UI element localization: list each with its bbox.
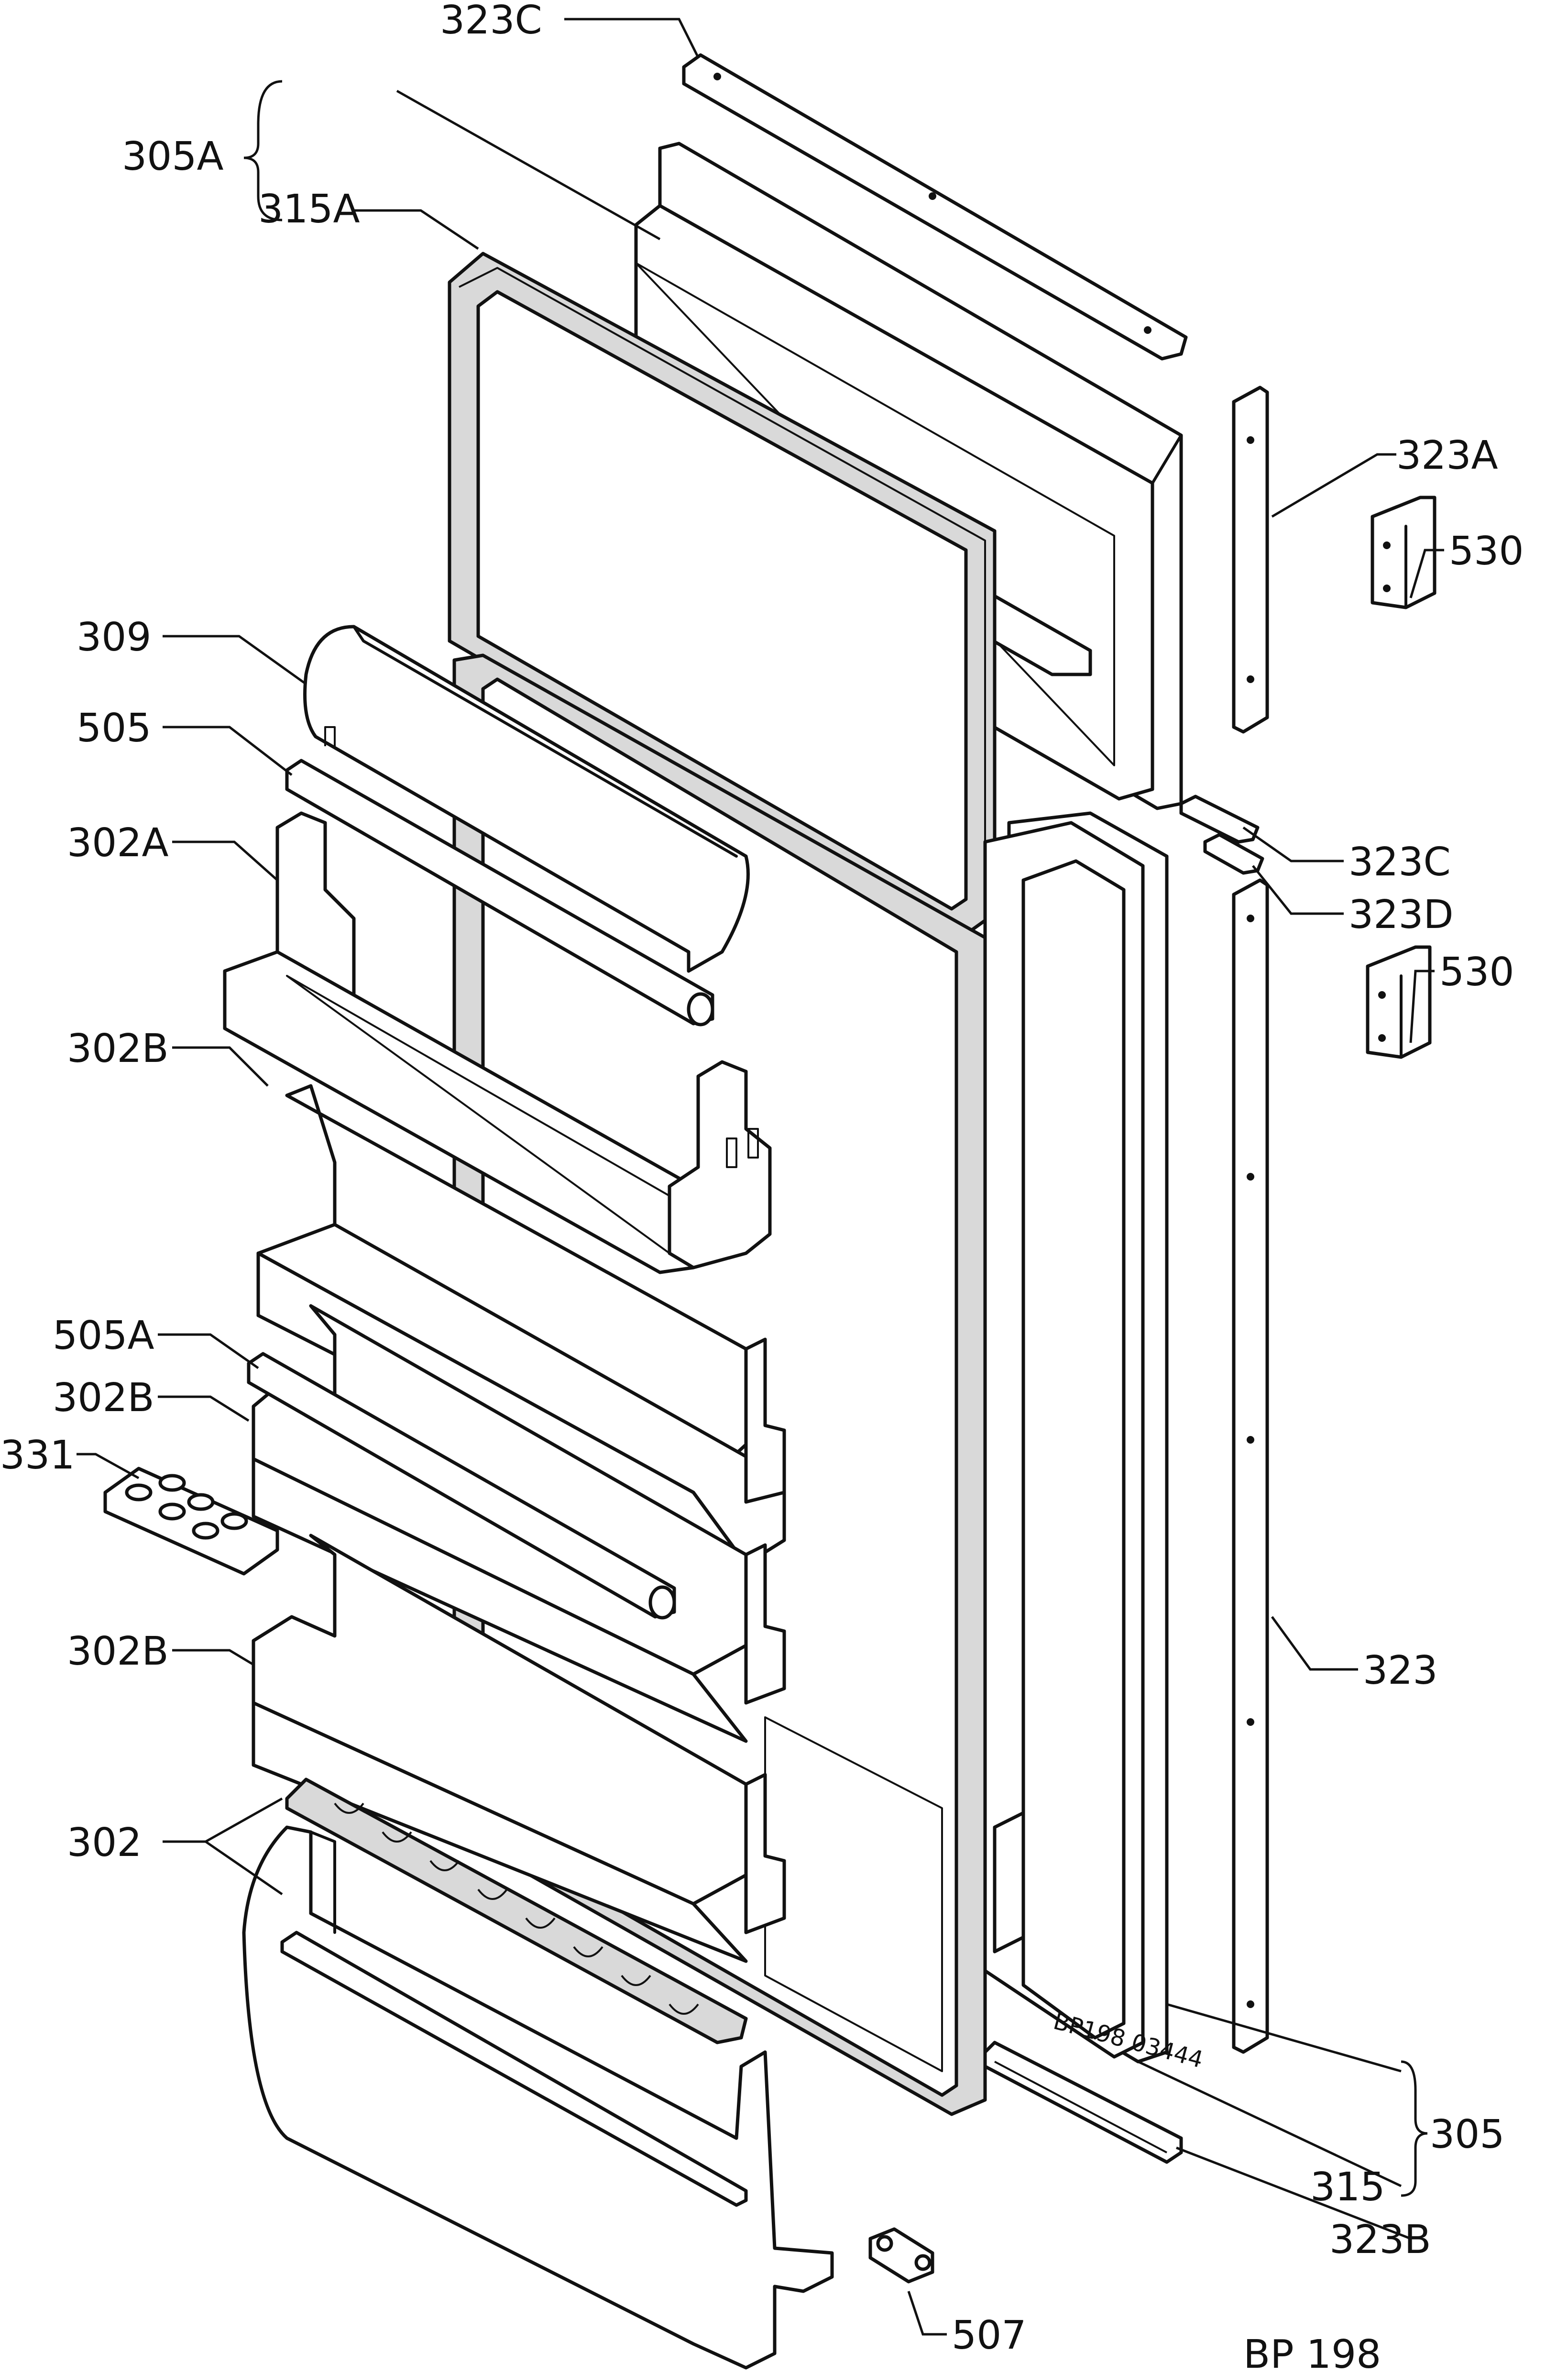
label-530-mid: 530 <box>1439 950 1514 995</box>
label-302b-3: 302B <box>67 1629 169 1674</box>
retaining-bar-505 <box>285 759 714 1027</box>
label-323c-mid: 323C <box>1349 839 1451 885</box>
hinge-strip-323a <box>1232 386 1269 734</box>
label-530-top: 530 <box>1449 529 1524 574</box>
label-323c-top: 323C <box>440 0 542 43</box>
label-323d: 323D <box>1349 892 1454 938</box>
bottle-rack-302 <box>285 1778 748 2044</box>
label-331: 331 <box>0 1433 75 1478</box>
hinge-cover-530-top <box>1371 496 1436 609</box>
label-323a: 323A <box>1396 433 1498 478</box>
egg-tray-331 <box>103 1467 279 1576</box>
bottle-bin-302 <box>242 1825 834 2370</box>
label-507: 507 <box>952 2313 1027 2358</box>
label-323: 323 <box>1363 1648 1438 1693</box>
dairy-compartment-flap-309 <box>303 625 750 973</box>
label-302b-2: 302B <box>53 1375 154 1421</box>
label-305a: 305A <box>122 134 224 179</box>
label-302a: 302A <box>67 820 169 866</box>
door-shelf-302a <box>223 811 772 1274</box>
bottom-trim-strip-323b <box>983 2041 1183 2164</box>
label-302: 302 <box>67 1820 142 1866</box>
label-315a: 315A <box>258 187 360 232</box>
door-shelf-302b-3 <box>252 1534 786 1963</box>
label-323b: 323B <box>1329 2217 1431 2263</box>
label-505: 505 <box>77 706 152 751</box>
retaining-bar-505a <box>247 1352 676 1620</box>
fridge-door-panel <box>983 811 1169 2064</box>
hinge-cover-530-mid <box>1366 945 1432 1059</box>
label-505a: 505A <box>53 1313 154 1358</box>
label-315: 315 <box>1310 2164 1385 2210</box>
top-trim-strip-323c <box>682 53 1188 361</box>
side-trim-strip-323 <box>1232 878 1269 2054</box>
label-309: 309 <box>77 615 152 660</box>
hinge-bracket-323c-mid <box>1179 795 1260 844</box>
drawing-code: BP 198 <box>1243 2332 1381 2372</box>
hinge-pin-507 <box>868 2227 934 2284</box>
leader-lines <box>77 18 1444 2336</box>
label-302b-1: 302B <box>67 1026 169 1071</box>
label-305: 305 <box>1430 2112 1505 2157</box>
